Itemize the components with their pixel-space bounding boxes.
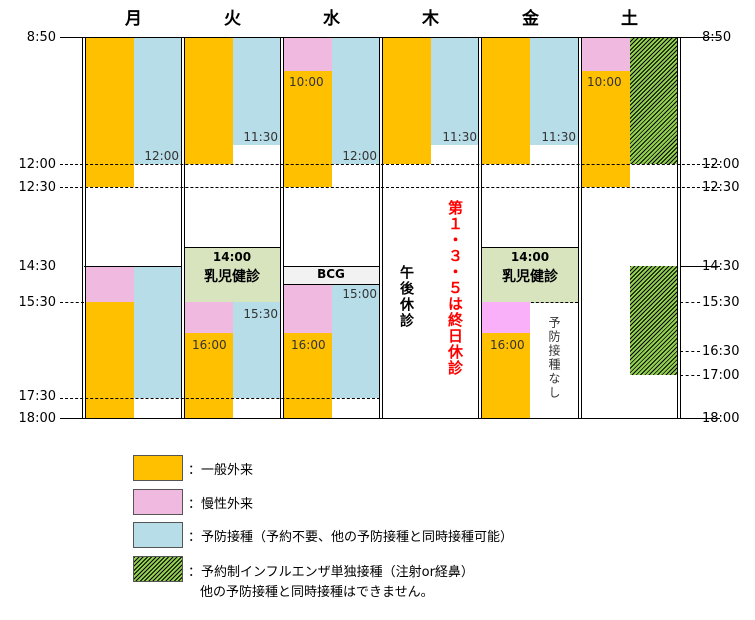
legend-swatch-chronic [133,489,183,515]
general-block [184,37,233,164]
legend-label: ：慢性外来 [188,497,254,512]
time-label: 12:00 [144,149,179,163]
checkup-title: 乳児健診 [502,269,558,285]
time-label: 15:00 [342,287,377,301]
divider [84,266,181,267]
chronic-block [283,37,332,71]
legend-label: ：予約制インフルエンザ単独接種（注射or経鼻） [188,565,474,580]
time-axis-label: 8:50 [702,30,732,45]
general-block: 10:00 [283,71,332,187]
line-1630 [680,351,700,352]
vaccine-block: 11:30 [233,37,280,145]
time-axis-label: 17:00 [702,368,740,383]
day-wed: 水 [323,9,340,29]
general-block [85,302,134,418]
tick [680,37,720,38]
general-block: 16:00 [184,333,233,418]
time-label: 16:00 [192,338,227,352]
time-axis-label: 12:00 [18,157,56,172]
time-axis-label: 18:00 [702,411,740,426]
time-label: 10:00 [289,75,324,89]
thu-pm-closed: 午後休診 [398,265,414,329]
general-block: 16:00 [283,333,332,418]
line-1530r [680,302,700,303]
legend-swatch-general [133,455,183,481]
checkup-title: 乳児健診 [204,269,260,285]
time-axis-label: 18:00 [18,411,56,426]
vaccine-block: 15:00 [332,285,379,398]
vaccine-block: 12:00 [332,37,379,164]
chronic-block [85,267,134,302]
line-1200 [60,164,720,165]
general-block: 10:00 [581,71,630,187]
general-block [482,37,530,164]
col-divider [280,37,284,418]
time-axis-label: 16:30 [702,344,740,359]
line-1530 [60,302,84,303]
chronic-block [581,37,630,71]
infant-checkup: 14:00 乳児健診 [184,247,280,303]
bottom-line [60,418,720,419]
flu-block [630,37,678,164]
vaccine-block: 11:30 [530,37,578,145]
col-divider [82,37,86,418]
time-label: 11:30 [243,130,278,144]
time-axis-label: 8:50 [26,30,56,45]
col-divider [181,37,185,418]
time-axis-label: 12:30 [18,180,56,195]
time-label: 12:00 [342,149,377,163]
legend-label: 他の予防接種と同時接種はできません。 [200,585,434,600]
time-label: 11:30 [541,130,576,144]
time-axis-label: 14:30 [702,259,740,274]
no-vaccine-note: 予防接種なし [547,316,561,400]
day-fri: 金 [522,9,539,29]
time-axis-label: 12:30 [702,180,740,195]
tick [680,266,720,267]
time-axis-label: 14:30 [18,259,56,274]
legend-swatch-vaccine [133,522,183,548]
thu-closed-note: 第１・３・５は終日休診 [446,200,464,376]
infant-checkup: 14:00 乳児健診 [482,247,578,303]
line-1230 [60,187,720,188]
general-block: 16:00 [482,333,530,418]
col-divider [478,37,482,418]
time-axis-label: 12:00 [702,157,740,172]
checkup-time: 14:00 [510,250,550,264]
general-block [382,37,431,164]
vaccine-block: 15:30 [233,302,280,398]
top-line [60,37,680,38]
line-1700 [680,375,700,376]
vaccine-block: 11:30 [431,37,479,145]
chronic-block [184,302,233,333]
time-axis-label: 17:30 [18,389,56,404]
time-axis-label: 15:30 [18,295,56,310]
chronic-block [482,302,530,333]
line-1730 [60,398,380,399]
day-tue: 火 [224,9,241,29]
time-label: 15:30 [243,307,278,321]
time-label: 16:00 [490,338,525,352]
vaccine-block: 12:00 [134,37,181,164]
general-block [85,37,134,187]
checkup-time: 14:00 [212,250,252,264]
legend-swatch-flu [133,556,183,582]
col-divider [677,37,681,418]
col-divider [578,37,582,418]
time-label: 10:00 [587,75,622,89]
day-mon: 月 [125,9,142,29]
time-label: 16:00 [291,338,326,352]
time-axis-label: 15:30 [702,295,740,310]
legend-label: ：予防接種（予約不要、他の予防接種と同時接種可能） [188,530,514,545]
bcg-block: BCG [283,266,379,285]
day-sat: 土 [621,9,638,29]
day-thu: 木 [422,9,439,29]
vaccine-block [134,267,181,398]
col-divider [379,37,383,418]
flu-block [630,266,678,375]
legend-label: ：一般外来 [188,463,254,478]
time-label: 11:30 [442,130,477,144]
chronic-block [283,285,332,333]
